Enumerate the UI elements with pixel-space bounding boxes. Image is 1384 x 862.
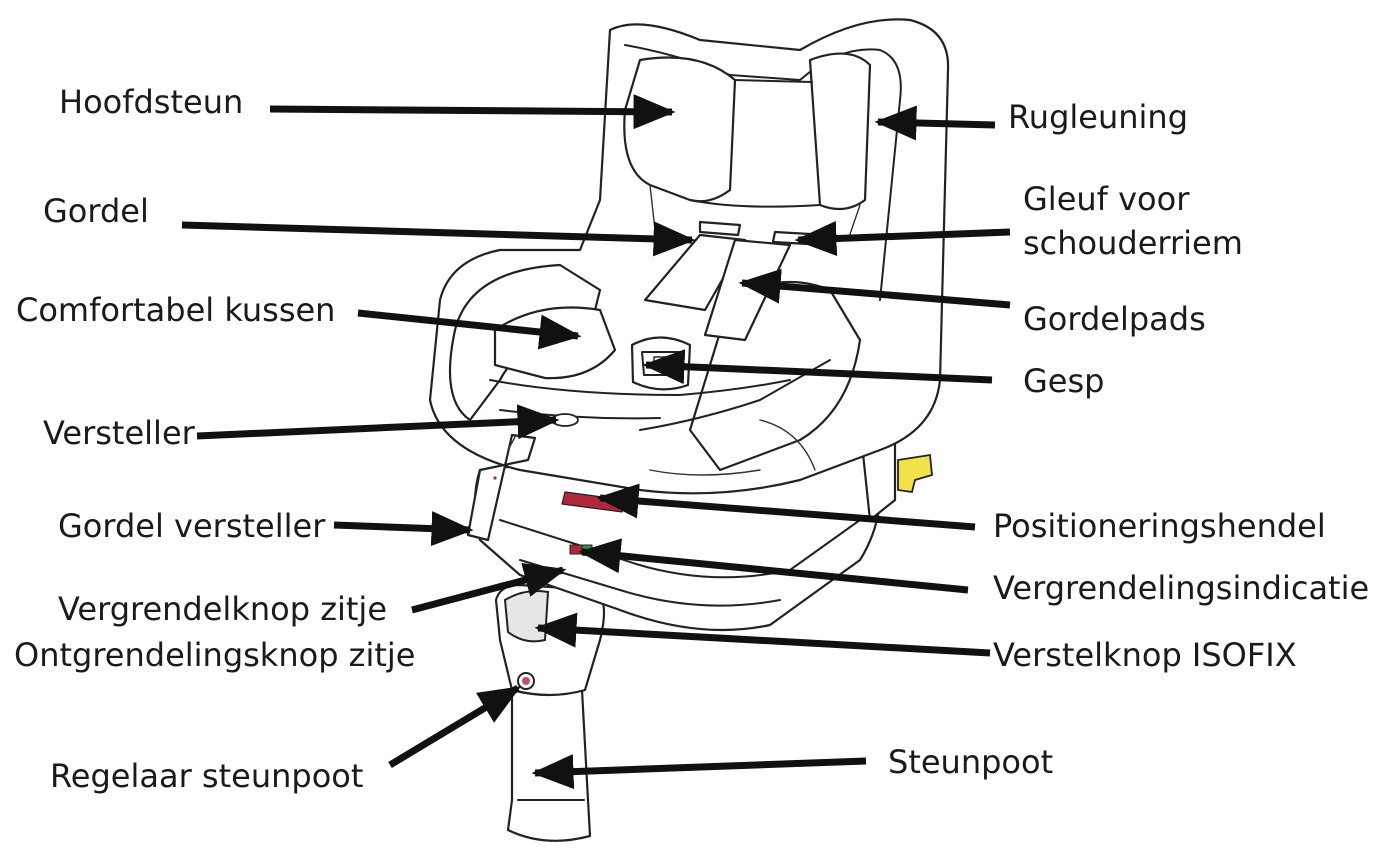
pointer-arrows [181,94,1011,790]
arrow-regelaar-steunpoot [388,685,521,768]
arrow-verstelknop-isofix [534,612,991,657]
label-hoofdsteun: Hoofdsteun [59,83,243,121]
arrow-vergrendelingsindicatie [578,538,969,594]
arrow-gordel [181,221,696,257]
label-steunpoot: Steunpoot [888,743,1053,781]
lock-indicator-red [569,544,583,555]
label-positioneringshendel: Positioneringshendel [993,507,1326,545]
label-gleuf-line2: schouderriem [1023,224,1243,262]
arrow-gleuf [794,221,1011,257]
arrow-comfortabel-kussen [357,309,582,350]
labels: Hoofdsteun Rugleuning Gordel Gleuf voor … [14,83,1369,795]
label-regelaar-steunpoot: Regelaar steunpoot [50,757,363,795]
arrow-gordelpads [738,268,1011,309]
arrow-hoofdsteun [269,94,676,130]
isofix-release-handle [503,590,550,643]
shoulder-slot-left [698,220,742,237]
arrow-positioneringshendel [596,483,976,531]
arrow-steunpoot [531,754,867,790]
label-gleuf-line1: Gleuf voor [1023,180,1190,218]
arrow-versteller [196,404,560,440]
arrow-gordel-versteller [333,511,474,547]
headrest-right-wing [808,52,872,211]
label-gesp: Gesp [1023,362,1104,400]
arrow-vergrendelknop [411,562,567,614]
label-gordelpads: Gordelpads [1023,300,1206,338]
label-verstelknop-isofix: Verstelknop ISOFIX [993,636,1297,674]
headrest-left-wing [623,56,737,203]
label-gordel-versteller: Gordel versteller [58,507,326,545]
isofix-connector [897,453,933,494]
shoulder-belt-left [643,233,747,312]
label-vergrendelknop-zitje: Vergrendelknop zitje [58,590,387,628]
car-seat-illustration [428,18,950,842]
label-versteller: Versteller [43,414,196,452]
arrow-rugleuning [874,105,996,141]
label-gordel: Gordel [43,192,149,230]
arrow-gesp [642,349,993,385]
label-vergrendelingsindicatie: Vergrendelingsindicatie [993,569,1369,607]
label-rugleuning: Rugleuning [1008,98,1188,136]
label-comfortabel-kussen: Comfortabel kussen [16,291,335,329]
label-ontgrendelingsknop-zitje: Ontgrendelingsknop zitje [14,636,415,674]
